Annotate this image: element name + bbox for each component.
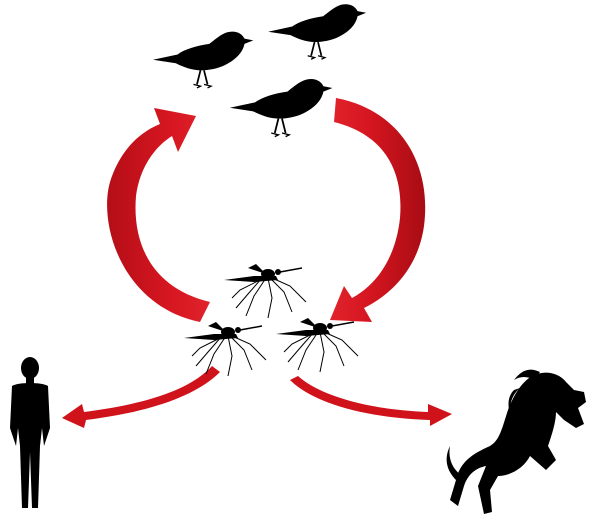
arrow-birds-to-mosquitoes [330, 98, 425, 322]
arrow-mosquito-to-human [62, 366, 220, 428]
arrow-mosquito-to-horse [290, 376, 452, 426]
mosquito-icon [184, 322, 266, 376]
arrow-mosquitoes-to-birds [107, 108, 210, 322]
mosquito-icon [276, 318, 358, 372]
human-icon [10, 357, 50, 508]
bird-icon [153, 32, 253, 88]
bird-icon [268, 4, 366, 59]
bird-icon [230, 79, 333, 137]
horse-icon [447, 370, 586, 514]
mosquito-icon [224, 264, 306, 318]
